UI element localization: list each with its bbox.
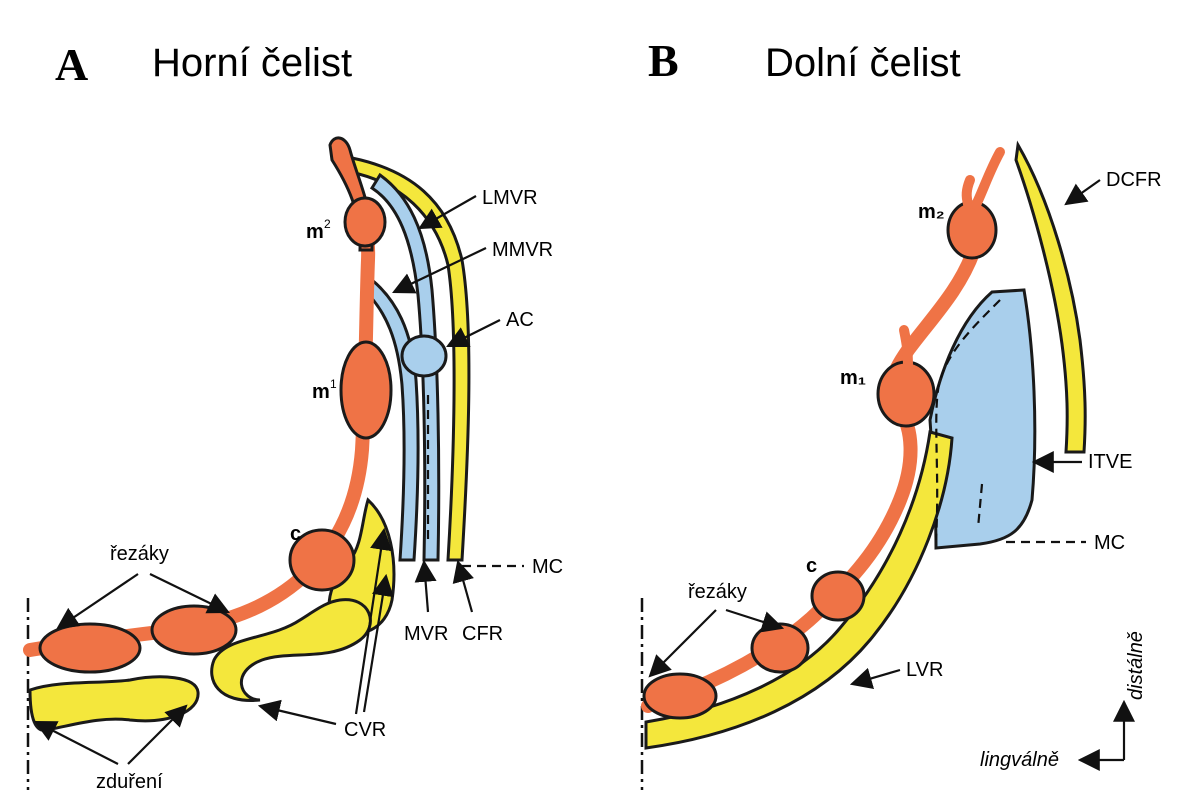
label-c-b: c [806, 555, 817, 577]
c-bud-b [812, 572, 864, 620]
incisor-bud-a-1 [40, 624, 140, 672]
pointer-rezaky-a-1 [58, 574, 138, 628]
label-ac: AC [506, 309, 534, 331]
label-cvr: CVR [344, 719, 386, 741]
pointer-dcfr [1066, 180, 1100, 204]
label-dcfr: DCFR [1106, 169, 1162, 191]
label-zdureni: zduření [96, 771, 163, 793]
label-lmvr: LMVR [482, 187, 538, 209]
m2-bud-b [948, 202, 996, 258]
label-m2-a-sup: 2 [324, 217, 331, 231]
panel-title-a: Horní čelist [152, 41, 352, 85]
m2-branch-b-1 [976, 152, 1000, 205]
label-c-a: c [290, 523, 301, 545]
label-m2-b: m₂ [918, 201, 945, 223]
label-m1-b: m₁ [840, 367, 866, 389]
panel-b: m₂ m₁ c DCFR ITVE MC LVR řezáky distálně… [642, 145, 1162, 790]
label-lvr: LVR [906, 659, 943, 681]
label-rezaky-a: řezáky [110, 543, 169, 565]
label-m1-a-sup: 1 [330, 377, 337, 391]
pointer-mmvr [394, 248, 486, 292]
label-mc-b: MC [1094, 532, 1125, 554]
panel-title-b: Dolní čelist [765, 41, 961, 85]
label-mvr: MVR [404, 623, 448, 645]
m2-branch-b-2 [967, 180, 970, 204]
zdureni-swelling [30, 677, 198, 730]
pointer-cvr-1 [260, 706, 336, 724]
panel-letter-b: B [648, 35, 679, 86]
pointer-rezaky-b-2 [726, 610, 782, 628]
m1-bud-a [341, 342, 391, 438]
label-cfr: CFR [462, 623, 503, 645]
pointer-zdureni-1 [36, 722, 118, 764]
label-mc-a: MC [532, 556, 563, 578]
panel-a: m 2 m 1 c LMVR MMVR AC MC MVR CFR řezáky… [28, 138, 563, 793]
label-itve: ITVE [1088, 451, 1132, 473]
label-m2-a: m [306, 221, 324, 243]
m1-branch-b [904, 330, 908, 364]
label-m1-a: m [312, 381, 330, 403]
pointer-mvr [424, 562, 428, 612]
incisor-bud-b-2 [752, 624, 808, 672]
itve-region [930, 290, 1035, 548]
ac-node [402, 336, 446, 376]
m1-bud-b [878, 362, 934, 426]
pointer-lvr [852, 670, 900, 684]
incisor-bud-a-2 [152, 606, 236, 654]
m2-bud-a [345, 198, 385, 246]
label-mmvr: MMVR [492, 239, 553, 261]
pointer-rezaky-b-1 [650, 610, 716, 676]
pointer-cfr [458, 562, 472, 612]
label-distalne: distálně [1125, 631, 1147, 700]
panel-letter-a: A [55, 39, 88, 90]
label-rezaky-b: řezáky [688, 581, 747, 603]
label-lingvalne: lingválně [980, 749, 1059, 771]
incisor-bud-b-1 [644, 674, 716, 718]
